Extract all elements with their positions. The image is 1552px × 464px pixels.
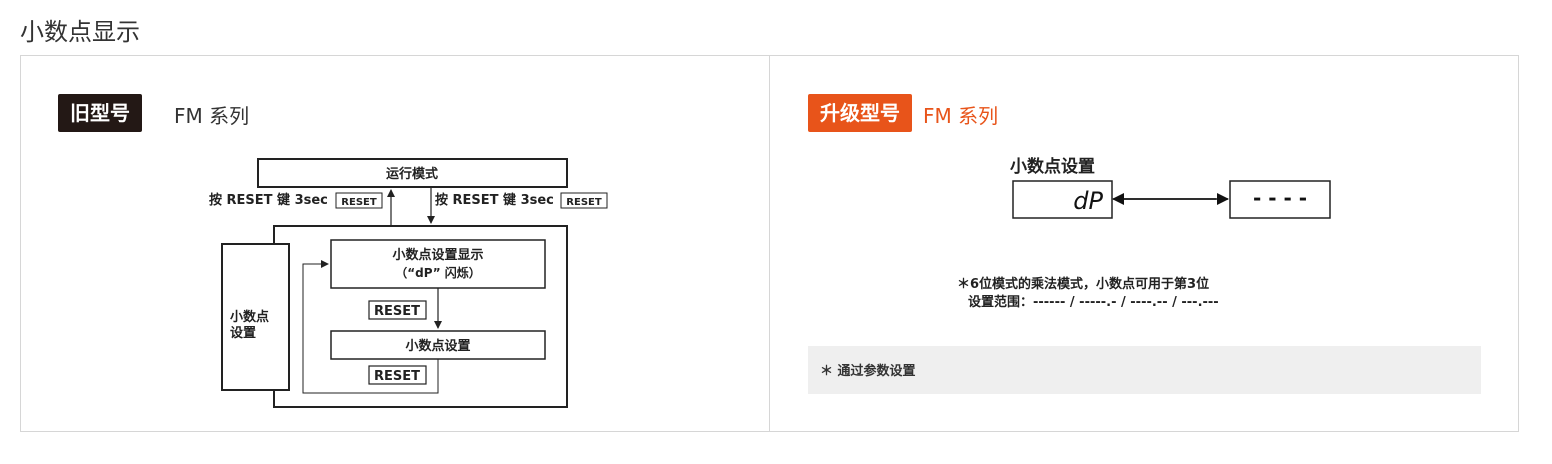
reset-key-icon: [368, 300, 427, 320]
step-display-sublabel: （“dP” 闪烁）: [395, 265, 481, 280]
step-setting-label: 小数点设置: [405, 338, 470, 354]
range-note: 设置范围：------ / -----.- / ----.-- / ---.--…: [968, 295, 1219, 310]
reset-key-label: RESET: [341, 197, 377, 208]
decimal-group-label-box: [221, 243, 290, 391]
display-dp-text: dP: [1073, 187, 1103, 215]
run-mode-label: 运行模式: [386, 166, 438, 182]
decimal-group-label: 设置: [230, 326, 256, 341]
reset-key-icon: [335, 192, 383, 209]
parameter-footnote: ＊ 通过参数设置: [808, 346, 1481, 394]
reset-key-icon: [368, 365, 427, 385]
step-setting-box: [330, 330, 546, 360]
reset-key-icon: [560, 192, 608, 209]
new-series-label: FM 系列: [923, 104, 999, 128]
run-mode-box: [257, 158, 568, 188]
new-model-badge: 升级型号: [808, 94, 912, 132]
display-title: 小数点设置: [1010, 156, 1095, 177]
loop-back-arrow: [302, 260, 439, 394]
footnote-text: ＊ 通过参数设置: [820, 364, 916, 379]
display-screen-right: [1229, 180, 1331, 219]
old-series-label: FM 系列: [174, 104, 250, 128]
reset-key-label: RESET: [374, 369, 420, 384]
mode-note: ＊6位模式的乘法模式，小数点可用于第3位: [957, 277, 1210, 292]
display-screen-left: [1012, 180, 1113, 219]
step-display-label: 小数点设置显示: [392, 247, 483, 263]
page-title: 小数点显示: [20, 18, 140, 46]
display-dashes-text: - - - -: [1253, 186, 1307, 210]
old-model-badge: 旧型号: [58, 94, 142, 132]
reset-key-label: RESET: [374, 304, 420, 319]
hold-reset-instruction-left: 按 RESET 键 3sec: [209, 192, 328, 208]
reset-key-label: RESET: [566, 197, 602, 208]
panel-divider: [769, 55, 770, 432]
hold-reset-instruction-right: 按 RESET 键 3sec: [435, 192, 554, 208]
decimal-group-label: 小数点: [230, 309, 269, 325]
